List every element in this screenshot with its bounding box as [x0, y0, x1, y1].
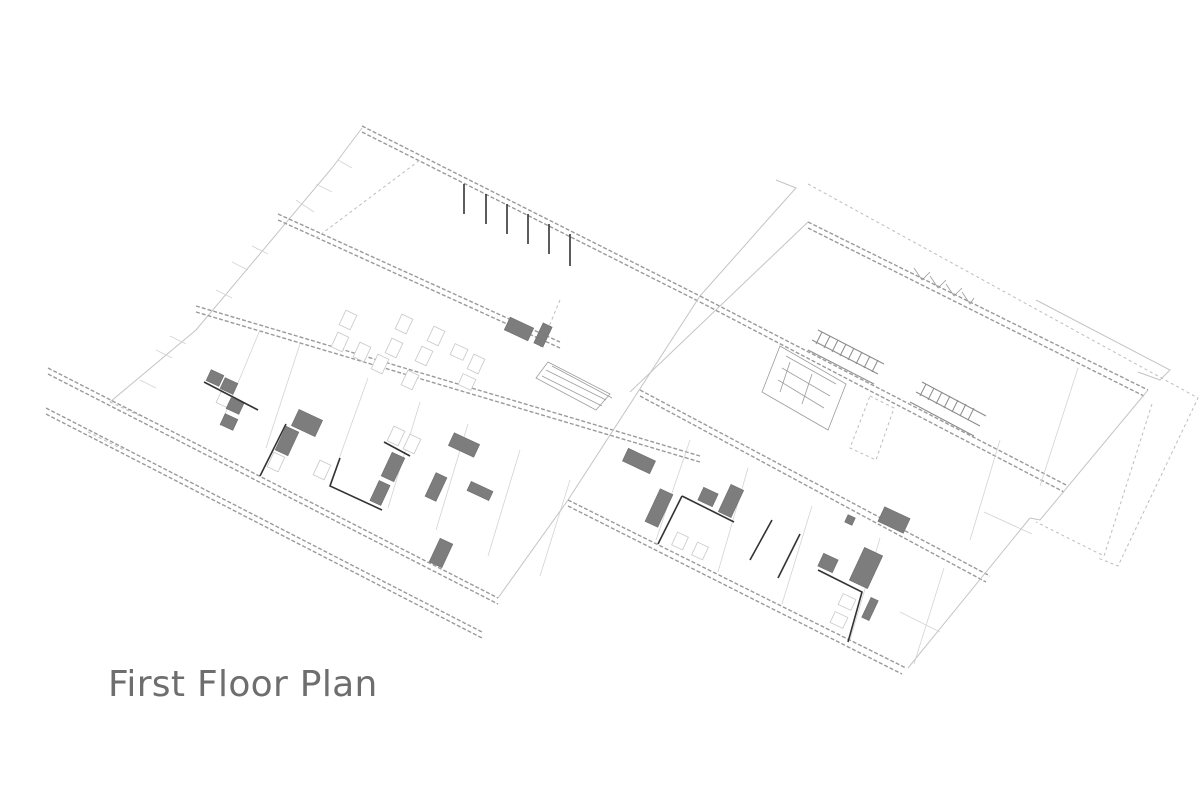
right-wall-top-a: [807, 221, 1149, 391]
right-wing-se-edge: [907, 517, 1031, 669]
lounge-chairs: [215, 309, 486, 481]
right-wing-diagonal-c: [497, 499, 569, 599]
room-dividers: [219, 329, 571, 577]
drawing-title: First Floor Plan: [108, 664, 378, 705]
right-ledges: [899, 511, 1033, 633]
right-wall-mid-a: [699, 295, 1069, 487]
upper-stair-run: [807, 329, 885, 385]
right-wall-bottom-b: [567, 505, 903, 675]
right-wing-east-edge: [1029, 389, 1149, 521]
wall-band3-b: [195, 311, 701, 463]
right-chairs: [671, 531, 857, 629]
left-wing-west-boundary: [109, 127, 363, 403]
wall-lower-a: [47, 367, 499, 599]
wall-bottom-b: [45, 413, 483, 639]
right-room-dividers: [655, 367, 1079, 665]
left-edge-marker-a: [87, 431, 125, 451]
left-wing: [45, 125, 701, 639]
left-stair: [535, 361, 613, 411]
right-wing-boundary: [699, 179, 797, 297]
wall-band3-a: [195, 305, 701, 457]
right-wing-outer-dotted: [807, 183, 1199, 567]
right-wall-bottom-a: [567, 499, 907, 669]
upper-hall-diagonal-a: [315, 159, 421, 239]
right-wing-diagonal-a: [629, 221, 809, 393]
right-wall-low-b: [639, 395, 987, 583]
right-wing: [497, 179, 1199, 675]
right-wall-mid-b: [699, 301, 1065, 493]
right-wing-diagonal-b: [567, 295, 701, 501]
right-wall-top-b: [807, 227, 1145, 397]
facade-ticks: [139, 159, 353, 389]
right-wall-low-a: [639, 389, 991, 577]
wall-top-inner: [361, 131, 701, 303]
left-partitions: [203, 381, 411, 511]
right-annex-box: [1035, 299, 1171, 381]
wall-lower-b: [47, 373, 499, 605]
right-wing-inner-box: [1035, 403, 1153, 557]
lower-stair-run: [909, 381, 987, 437]
roof-vents: [913, 267, 975, 305]
right-furniture: [622, 447, 911, 622]
column-posts: [463, 184, 571, 266]
left-furniture: [205, 316, 553, 569]
central-stair-tower: [761, 345, 847, 431]
wall-bottom-a: [45, 407, 483, 633]
stair-landing: [849, 395, 895, 461]
wall-top-outer: [361, 125, 701, 297]
right-partitions: [657, 495, 863, 643]
